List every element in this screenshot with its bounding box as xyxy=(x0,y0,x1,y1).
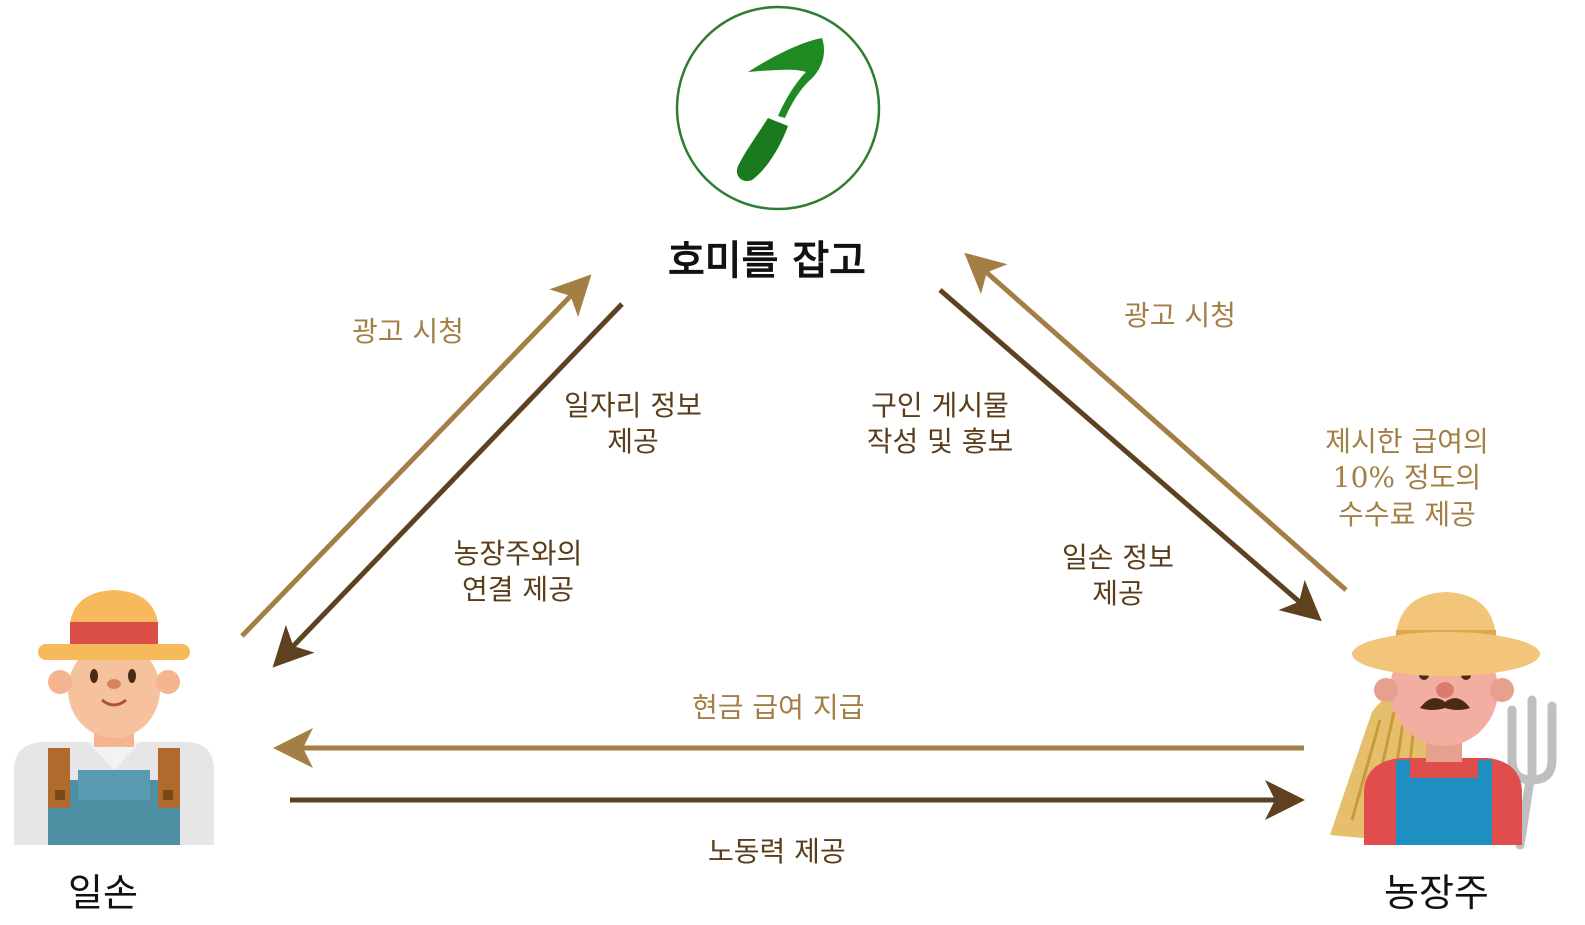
worker-avatar-icon xyxy=(14,590,214,845)
post-label: 구인 게시물 작성 및 홍보 xyxy=(854,388,1026,461)
connect-line-1: 농장주와의 xyxy=(453,537,583,570)
left-ad-label: 광고 시청 xyxy=(352,314,464,350)
connect-line-2: 연결 제공 xyxy=(462,573,574,607)
worker-info-line-2: 제공 xyxy=(1092,577,1144,611)
arrow-right-ad xyxy=(964,252,1348,592)
left-ad-text: 광고 시청 xyxy=(352,315,464,348)
job-info-line-2: 제공 xyxy=(607,425,659,459)
right-ad-label: 광고 시청 xyxy=(1124,298,1236,334)
hoe-logo-icon xyxy=(675,5,881,211)
post-line-2: 작성 및 홍보 xyxy=(866,425,1014,459)
job-info-label: 일자리 정보 제공 xyxy=(548,388,718,461)
labor-label: 노동력 제공 xyxy=(708,835,846,868)
worker-label: 일손 xyxy=(68,871,138,915)
arrow-job-info xyxy=(272,302,624,668)
right-ad-text: 광고 시청 xyxy=(1124,299,1236,332)
job-info-line-1: 일자리 정보 xyxy=(564,389,702,422)
worker-info-line-1: 일손 정보 xyxy=(1062,541,1174,574)
wage-label: 현금 급여 지급 xyxy=(692,691,865,724)
arrow-worker-info xyxy=(938,288,1322,622)
page-title: 호미를 잡고 xyxy=(668,237,866,284)
post-line-1: 구인 게시물 xyxy=(871,389,1009,422)
worker-info-label: 일손 정보 제공 xyxy=(1046,540,1190,613)
farmer-label: 농장주 xyxy=(1384,871,1489,915)
fee-line-3: 수수료 제공 xyxy=(1338,497,1476,531)
arrow-left-ad xyxy=(240,274,592,638)
fee-line-2: 10% 정도의 xyxy=(1332,461,1482,495)
fee-label: 제시한 급여의 10% 정도의 수수료 제공 xyxy=(1304,424,1510,533)
farmer-avatar-icon xyxy=(1330,592,1557,850)
connect-label: 농장주와의 연결 제공 xyxy=(438,536,598,609)
fee-line-1: 제시한 급여의 xyxy=(1325,425,1489,458)
